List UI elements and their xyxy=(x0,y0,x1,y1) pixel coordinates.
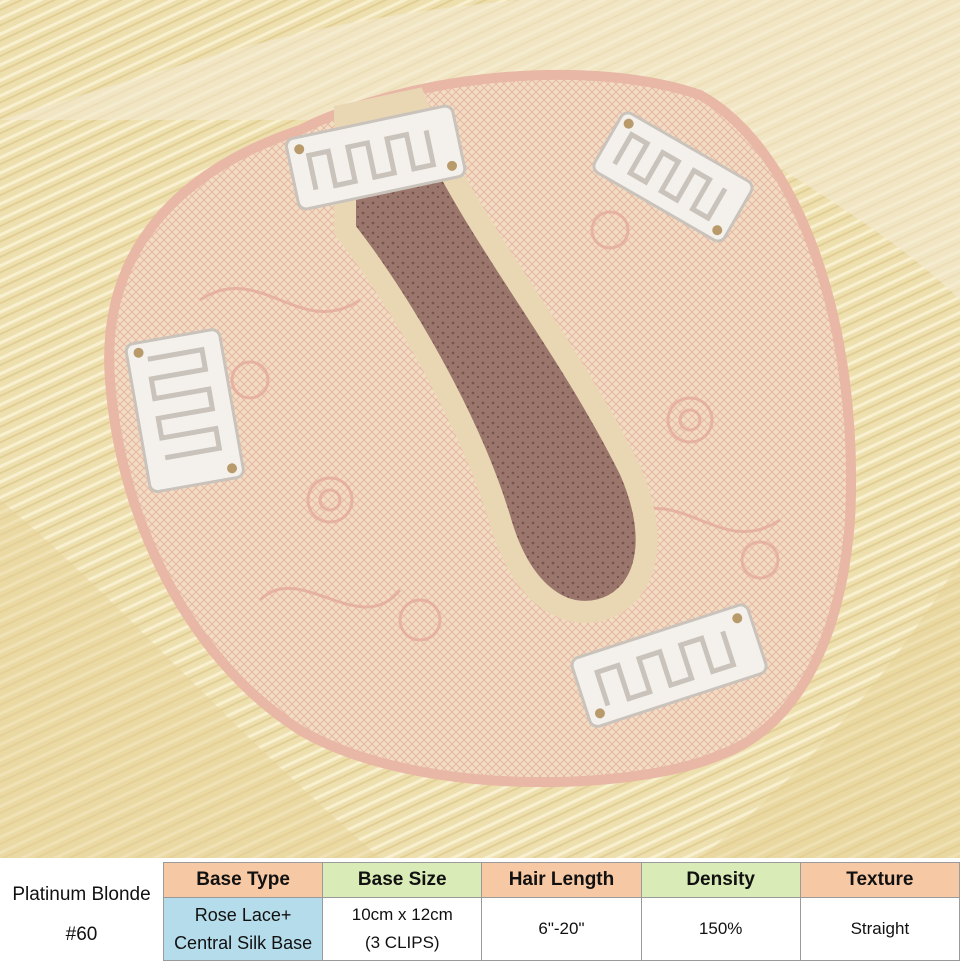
header-texture: Texture xyxy=(799,862,960,898)
color-name: Platinum Blonde xyxy=(12,884,151,905)
cell-texture: Straight xyxy=(799,897,960,961)
spec-table: Base Type Base Size Hair Length Density … xyxy=(162,862,960,961)
hair-topper-illustration xyxy=(0,0,960,858)
cell-base-size: 10cm x 12cm (3 CLIPS) xyxy=(322,897,483,961)
spec-value-row: Rose Lace+ Central Silk Base 10cm x 12cm… xyxy=(162,897,960,961)
base-type-line1: Rose Lace+ xyxy=(194,905,292,925)
product-photo xyxy=(0,0,960,858)
header-hair-length: Hair Length xyxy=(481,862,642,898)
cell-hair-length: 6"-20" xyxy=(481,897,642,961)
spec-header-row: Base Type Base Size Hair Length Density … xyxy=(162,862,960,898)
header-density: Density xyxy=(640,862,801,898)
clip-left xyxy=(124,328,245,493)
header-base-size: Base Size xyxy=(322,862,483,898)
clip-top-left xyxy=(284,104,467,211)
clip-bottom xyxy=(570,603,768,728)
base-size-line1: 10cm x 12cm xyxy=(351,905,453,924)
header-base-type: Base Type xyxy=(162,862,324,898)
cell-base-type: Rose Lace+ Central Silk Base xyxy=(162,897,324,961)
base-size-line2: (3 CLIPS) xyxy=(364,933,440,952)
color-label: Platinum Blonde #60 xyxy=(0,872,163,958)
central-silk-base xyxy=(334,87,658,623)
cell-density: 150% xyxy=(640,897,801,961)
base-type-line2: Central Silk Base xyxy=(174,933,313,953)
clip-top-right xyxy=(592,111,754,243)
color-code: #60 xyxy=(65,924,98,945)
